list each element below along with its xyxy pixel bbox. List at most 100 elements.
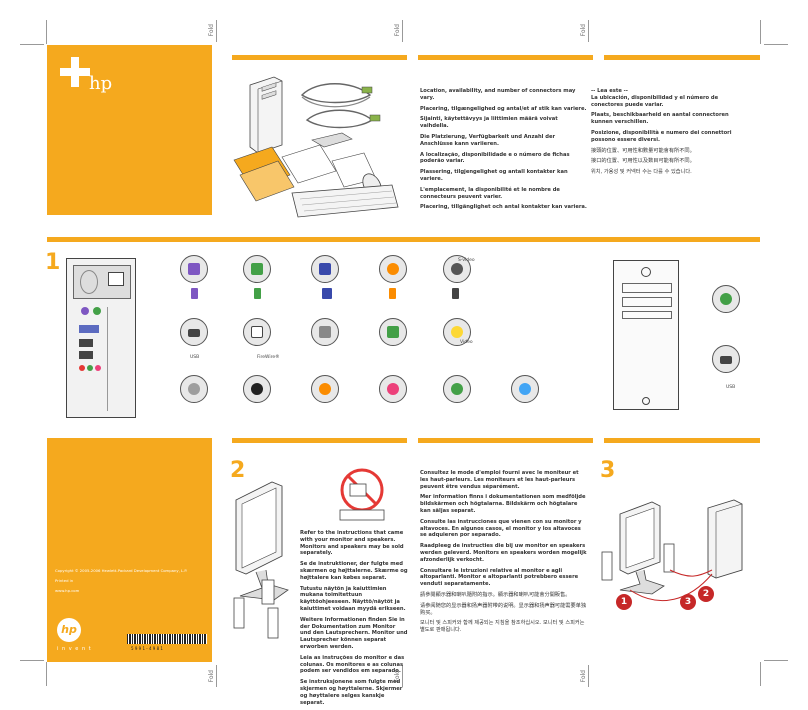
- audio-jack-icon: [79, 365, 85, 371]
- audio-jack-port: [443, 375, 471, 403]
- accent-bar: [604, 55, 760, 60]
- crop-mark: [402, 665, 403, 687]
- usb-port: [180, 318, 208, 346]
- fold-label-top-3: Fold: [580, 24, 587, 37]
- step3-number: 3: [600, 458, 616, 483]
- power-supply-icon: [73, 265, 131, 299]
- step2-line: Leia as instruções do monitor e das colu…: [300, 654, 405, 675]
- callout-badge: 1: [616, 594, 632, 610]
- ethernet-port: [379, 318, 407, 346]
- box-contents-illustration: [232, 75, 402, 225]
- crop-mark: [588, 665, 589, 687]
- video-port: [443, 318, 471, 346]
- step2-line: Consultez le mode d'emploi fourni avec l…: [420, 470, 579, 490]
- firewire-port: [243, 318, 271, 346]
- invent-tagline: i n v e n t: [57, 646, 92, 652]
- audio-jack-port: [180, 375, 208, 403]
- step2-line: 모니터 및 스피커와 함께 제공되는 지침을 참조하십시오. 모니터 및 스피커…: [420, 620, 585, 634]
- intro-line: 接口的位置、可用性以及数目可能有所不同。: [591, 158, 695, 165]
- tower-front-illustration: [613, 260, 679, 410]
- ps2-keyboard-port-icon: [81, 307, 89, 315]
- step2-line: Mer information finns i dokumentationen …: [420, 494, 586, 514]
- hp-logo-icon: [641, 267, 651, 277]
- hp-wordmark: hp: [89, 73, 113, 94]
- crop-mark: [20, 660, 44, 661]
- accent-bar: [418, 55, 593, 60]
- crop-mark: [46, 20, 47, 44]
- accent-bar: [232, 55, 407, 60]
- crop-mark: [402, 20, 403, 42]
- svideo-label: S-video: [458, 258, 475, 263]
- step2-line: Weitere Informationen finden Sie in der …: [300, 616, 408, 650]
- step2-line: 请参阅随您的显示器和扬声器附带的说明。显示器和扬声器可能需要单独购买。: [420, 602, 587, 616]
- intro-line: A localização, disponibilidade e o númer…: [420, 151, 570, 165]
- hp-plus-logo: [60, 57, 90, 87]
- front-usb-port: [712, 345, 740, 373]
- step2-line: 請參閱顯示器和喇叭隨附的指示。顯示器和喇叭可能會分開販售。: [420, 591, 571, 598]
- intro-line: -- Lea este -- La ubicación, disponibili…: [591, 88, 719, 108]
- audio-jack-icon: [87, 365, 93, 371]
- step2-line: Consulte las instrucciones que vienen co…: [420, 518, 582, 539]
- intro-line: Plassering, tilgjengelighet og antall ko…: [420, 169, 568, 182]
- step1-bar: [47, 237, 760, 242]
- ps2-keyboard-plug: [191, 288, 198, 299]
- full-setup-illustration: 1 2 3: [600, 490, 760, 620]
- power-button-icon: [642, 397, 650, 405]
- intro-line: Die Platzierung, Verfügbarkeit und Anzah…: [420, 133, 556, 147]
- expansion-slots: [107, 307, 127, 411]
- vga-port: [311, 255, 339, 283]
- step1-number: 1: [45, 250, 61, 275]
- ps2-mouse-port: [243, 255, 271, 283]
- audio-jack-port: [379, 375, 407, 403]
- audio-jack-port: [243, 375, 271, 403]
- firewire-label: FireWire®: [257, 355, 280, 360]
- fold-label-top-1: Fold: [208, 24, 215, 37]
- intro-line: Placering, tilgængelighed og antal/et af…: [420, 105, 587, 112]
- step3-bar: [604, 438, 760, 443]
- crop-mark: [216, 20, 217, 42]
- audio-jack-port: [511, 375, 539, 403]
- crop-mark: [20, 44, 44, 45]
- fold-label-bottom-3: Fold: [580, 670, 587, 683]
- part-number: 5 9 9 1 - 4 9 8 1: [131, 646, 163, 651]
- copyright-text: Copyright © 2005-2006 Hewlett-Packard De…: [55, 568, 188, 573]
- step2-bar: [232, 438, 407, 443]
- step2-line: Consultare le istruzioni relative al mon…: [420, 567, 579, 588]
- barcode: [127, 634, 207, 644]
- step2-line: Se instruksjonene som fulgte med skjerme…: [300, 679, 403, 706]
- callout-badge: 2: [698, 586, 714, 602]
- crop-mark: [764, 44, 788, 45]
- digital-audio-plug: [389, 288, 396, 299]
- svideo-port: [443, 255, 471, 283]
- crop-mark: [216, 665, 217, 687]
- vga-port-icon: [79, 325, 99, 333]
- ps2-keyboard-port: [180, 255, 208, 283]
- intro-line: L'emplacement, la disponibilité et le no…: [420, 186, 560, 200]
- monitor-speakers-illustration: [232, 460, 402, 650]
- svideo-plug: [452, 288, 459, 299]
- front-usb-label: USB: [726, 385, 736, 390]
- step2-number: 2: [230, 458, 246, 483]
- front-headphone-port: [712, 285, 740, 313]
- ps2-mouse-plug: [254, 288, 261, 299]
- crop-mark: [760, 20, 761, 44]
- digital-audio-port: [379, 255, 407, 283]
- usb-label: USB: [190, 355, 200, 360]
- step2-line: Se de instruktioner, der fulgte med skær…: [300, 561, 408, 581]
- ps2-mouse-port-icon: [93, 307, 101, 315]
- vga-plug: [322, 288, 332, 299]
- hp-brand-panel: hp: [47, 45, 212, 215]
- usb-port-icon: [79, 351, 93, 359]
- hp-circle-logo: hp: [57, 618, 81, 642]
- audio-jack-icon: [95, 365, 101, 371]
- website-text: www.hp.com: [55, 588, 80, 593]
- tower-rear-illustration: [66, 258, 136, 418]
- intro-line: Sijainti, käytettävyys ja liittimien mää…: [420, 116, 558, 130]
- printed-in-text: Printed in: [55, 578, 74, 583]
- fold-label-bottom-1: Fold: [208, 670, 215, 683]
- crop-mark: [46, 662, 47, 686]
- intro-line: Location, availability, and number of co…: [420, 88, 576, 101]
- audio-jack-port: [311, 375, 339, 403]
- crop-mark: [764, 660, 788, 661]
- modem-port: [311, 318, 339, 346]
